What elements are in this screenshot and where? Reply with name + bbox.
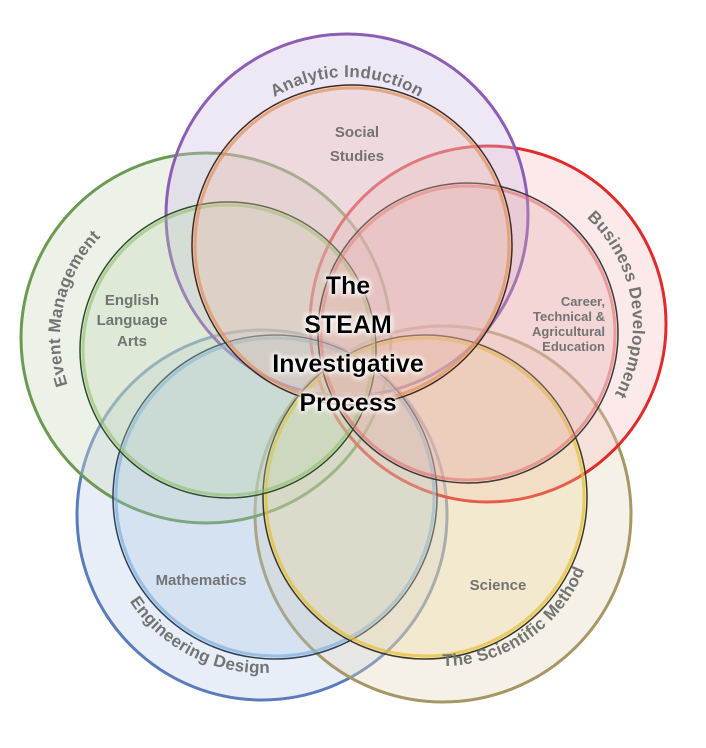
cte-line: Career, [561,294,605,309]
english-line: Arts [117,333,147,350]
cte-line: Agricultural [532,324,605,339]
social-studies-circle [191,84,513,406]
social-studies-line: Studies [330,148,384,165]
mathematics-label: Mathematics [156,572,247,589]
cte-circle [317,182,619,484]
english-circle-rim [81,203,375,497]
science-label: Science [470,577,527,594]
center-title-line: STEAM [304,311,392,339]
english-circle [79,201,377,499]
english-line: Language [97,312,168,329]
science-circle-rim [264,336,586,658]
social-studies-label: Social Studies [330,124,384,165]
center-title-line: Investigative [272,350,424,378]
social-studies-circle-rim [193,86,511,404]
cte-line: Education [542,339,605,354]
cte-line: Technical & [533,309,605,324]
center-title-line: The [326,272,371,300]
center-title-line: Process [299,389,396,417]
cte-circle-rim [319,184,617,482]
science-circle [262,334,588,660]
inner-circles [79,84,619,660]
cte-label: Career, Technical & Agricultural Educati… [532,294,605,354]
english-label: English Language Arts [97,292,168,350]
english-line: English [105,292,159,309]
social-studies-line: Social [335,124,379,141]
mathematics-circle-rim [114,336,436,658]
center-title: The STEAM Investigative Process [272,272,424,417]
